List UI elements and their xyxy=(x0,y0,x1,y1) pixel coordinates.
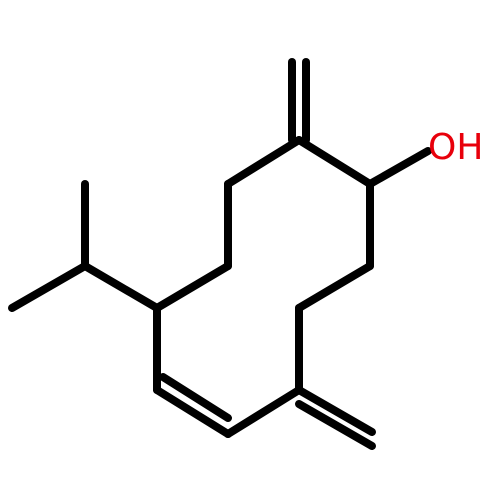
hydroxyl-label: OH xyxy=(428,127,483,168)
bond-exo-methylene-bottom-1 xyxy=(295,386,376,436)
bond-exo-methylene-bottom-2 xyxy=(295,400,376,450)
bond-ring-isopropyl xyxy=(81,262,161,312)
bond-ring-c1-c10 xyxy=(295,136,374,188)
bond-ring-c8-c9 xyxy=(295,262,374,312)
bond-c-o xyxy=(366,147,432,188)
bond-ring-c5-c6-b xyxy=(159,373,232,422)
bond-ring-c1-c2 xyxy=(224,136,303,188)
bond-ring-c3-c4 xyxy=(153,262,232,312)
bond-isopropyl-methyl-2 xyxy=(8,262,89,312)
bond-ring-c5-c6-a xyxy=(153,386,232,438)
bond-ring-c6-c7 xyxy=(224,386,303,438)
